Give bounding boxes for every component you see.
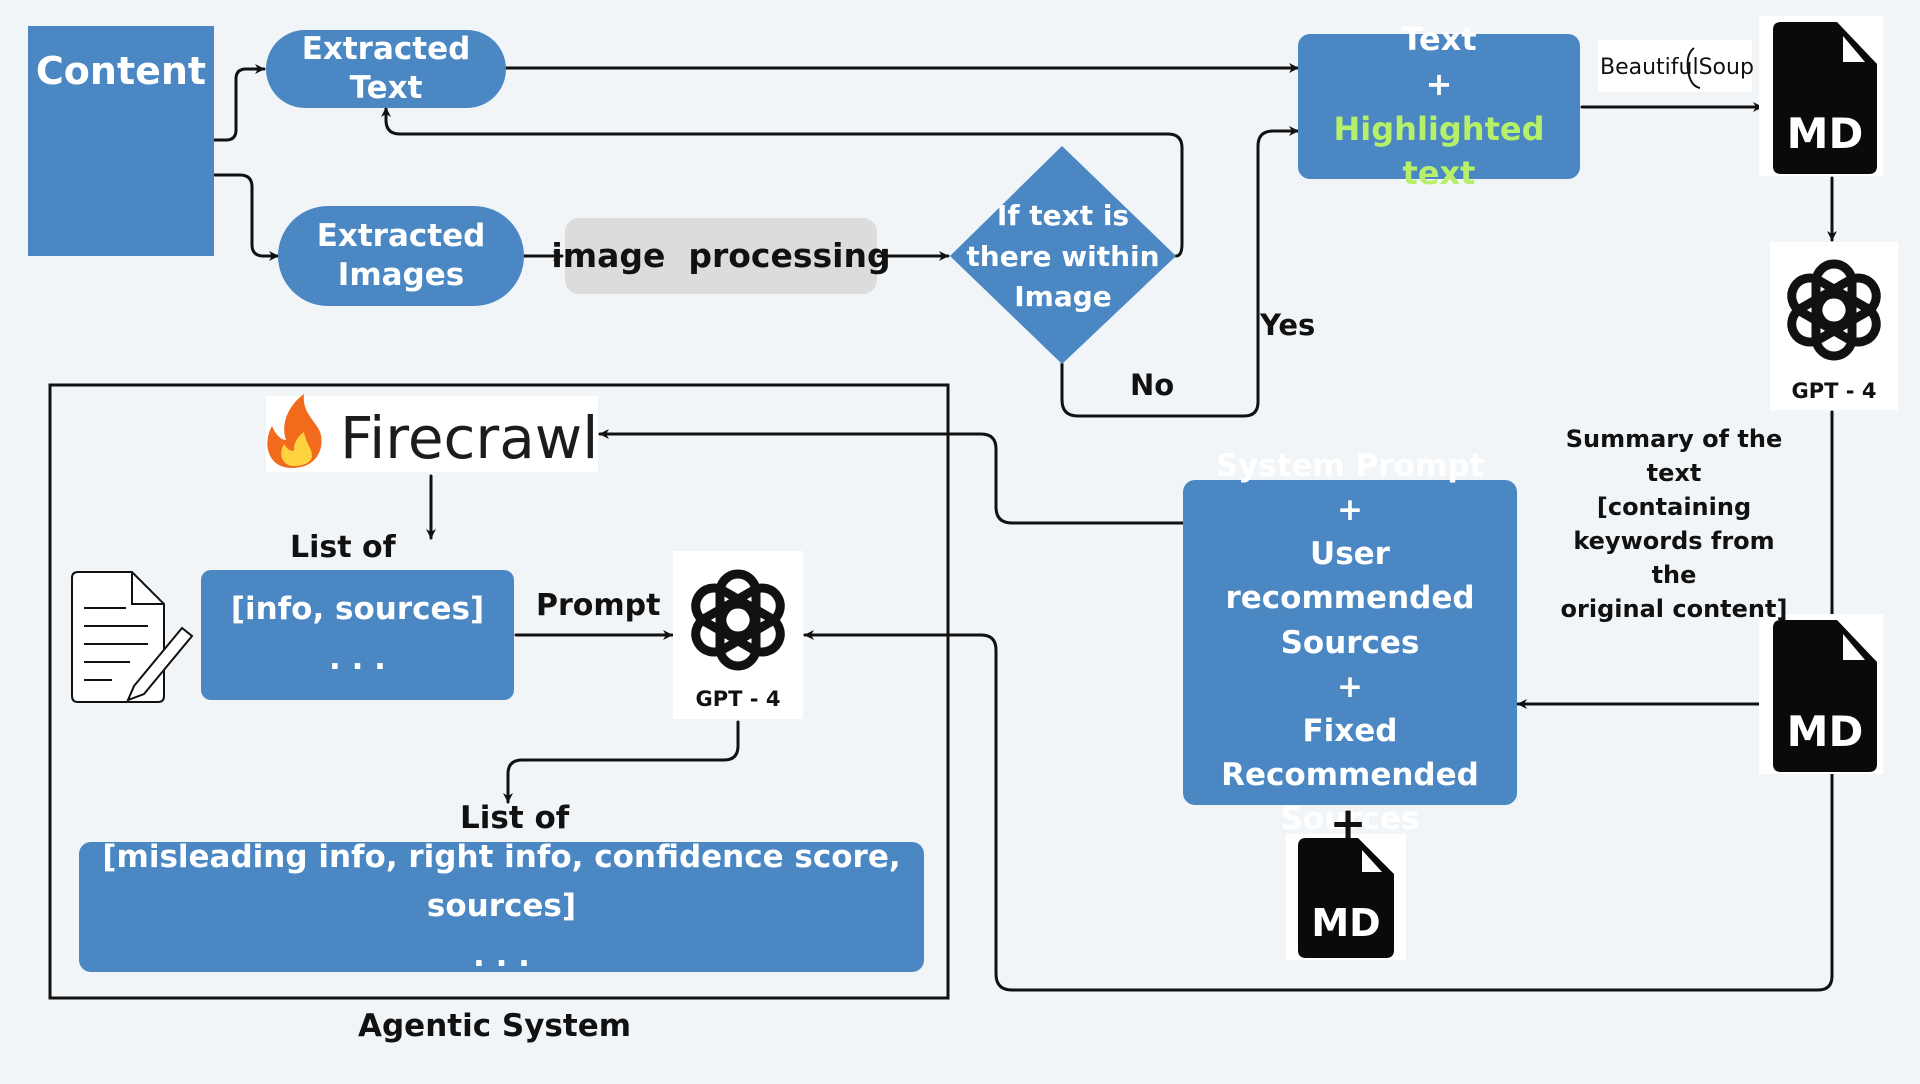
summary-line6: original content] <box>1560 595 1788 624</box>
edge-decision-to-text-box <box>1060 126 1300 418</box>
content-box: Content <box>28 26 214 256</box>
user-recommended-label: User recommended <box>1225 536 1475 617</box>
extracted-text-label: Extracted Text <box>301 31 471 106</box>
openai-icon: GPT - 4 <box>1770 242 1898 410</box>
decision-line3: Image <box>1014 280 1112 314</box>
firecrawl-logo: Firecrawl <box>266 394 598 472</box>
gpt-label: GPT - 4 <box>1792 379 1877 403</box>
firecrawl-wordmark: Firecrawl <box>340 404 598 472</box>
user-sources-label: Sources <box>1280 624 1420 661</box>
text-plus: + <box>1425 64 1453 103</box>
file-md-icon: MD <box>1286 834 1406 960</box>
connectors <box>212 63 1837 992</box>
fixed-sources-label: Sources <box>1280 800 1420 837</box>
info-sources-box: [info, sources] . . . <box>201 570 514 700</box>
prompt-label: Prompt <box>536 588 661 623</box>
summary-line4: keywords from <box>1573 527 1775 556</box>
decision-diamond <box>950 146 1176 364</box>
decision-text: If text is there within Image <box>950 196 1176 318</box>
extracted-images-line1: Extracted <box>316 218 486 255</box>
info-sources-label: [info, sources] <box>230 591 485 628</box>
file-md-icon: MD <box>1759 16 1883 176</box>
image-processing-label: image processing <box>551 236 891 276</box>
fixed-recommended-label: Fixed Recommended <box>1221 712 1479 793</box>
file-md-icon: MD <box>1759 614 1883 774</box>
result-dots: . . . <box>473 937 530 974</box>
md-label: MD <box>1787 707 1864 756</box>
edge-gpt-to-results <box>503 720 740 804</box>
beautifulsoup-wordmark: BeautifulSoup <box>1600 55 1754 80</box>
summary-line5: the <box>1651 561 1697 590</box>
info-sources-dots: . . . <box>329 641 386 677</box>
text-highlight-box: Text + Highlighted text <box>1298 20 1580 192</box>
edge-decision-loop-to-extracted-text <box>381 106 1184 258</box>
prompt-sources-box: System Prompt + User recommended Sources… <box>1183 448 1517 837</box>
no-label: No <box>1130 368 1175 402</box>
openai-icon: GPT - 4 <box>673 551 803 719</box>
md-label: MD <box>1311 901 1380 945</box>
agentic-system-frame <box>48 383 950 1000</box>
summary-text: Summary of the text [containing keywords… <box>1558 422 1790 626</box>
edge-md-to-agentic-gpt <box>803 630 1834 992</box>
edge-content-to-extracted-images <box>212 173 280 261</box>
gpt-label: GPT - 4 <box>696 687 781 711</box>
list-of-label-2: List of <box>460 800 570 836</box>
document-icon <box>71 571 194 703</box>
extracted-images-box: Extracted Images <box>278 206 524 306</box>
extracted-images-line2: Images <box>337 257 465 293</box>
md-label: MD <box>1787 109 1864 158</box>
edge-content-to-extracted-text <box>212 64 266 142</box>
plus-sign: + <box>1329 798 1367 849</box>
extracted-text-box: Extracted Text <box>266 30 506 108</box>
text-label: Text <box>1401 19 1477 58</box>
image-processing-box: image processing <box>551 218 891 294</box>
result-box: [misleading info, right info, confidence… <box>79 839 924 974</box>
summary-line1: Summary of the <box>1565 425 1783 453</box>
list-of-label-1: List of <box>290 530 396 565</box>
system-prompt-label: System Prompt <box>1215 448 1485 485</box>
edge-prompt-box-to-firecrawl <box>598 429 1185 525</box>
content-title: Content <box>35 49 207 93</box>
beautifulsoup-logo: BeautifulSoup <box>1598 40 1754 92</box>
prompt-plus-2: + <box>1337 668 1363 705</box>
decision-line1: If text is <box>996 199 1130 232</box>
summary-line3: [containing <box>1596 493 1752 522</box>
prompt-plus-1: + <box>1337 492 1363 529</box>
decision-line2: there within <box>966 239 1160 273</box>
result-label: [misleading info, right info, confidence… <box>102 838 901 925</box>
highlighted-text-label: Highlighted text <box>1333 109 1545 193</box>
summary-line2: text <box>1646 459 1702 488</box>
agentic-system-title: Agentic System <box>358 1008 632 1044</box>
yes-label: Yes <box>1260 308 1316 342</box>
